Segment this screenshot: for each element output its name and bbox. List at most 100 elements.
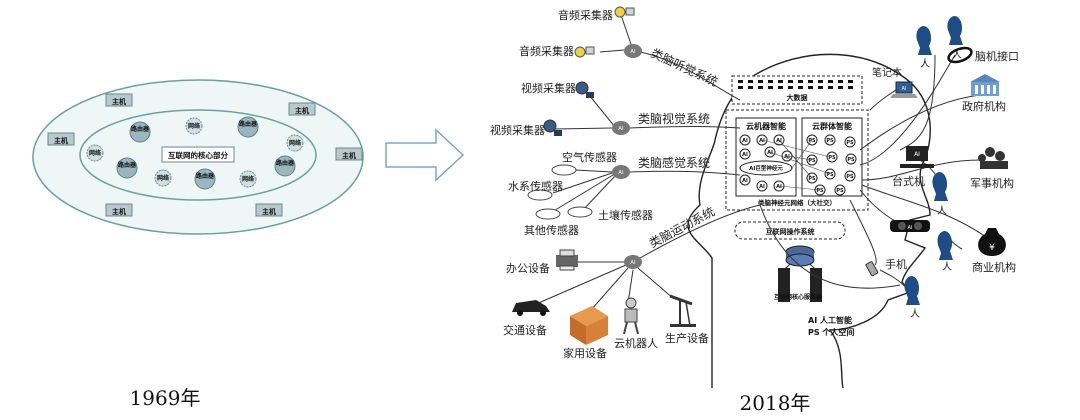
core-label-box: 互联网的核心部分: [161, 146, 235, 163]
network-node: 网络: [154, 169, 172, 187]
air-sensor-label: 空气传感器: [562, 150, 617, 164]
internet-os-block: 互联网操作系统: [734, 221, 846, 240]
phone-icon: [865, 261, 879, 277]
neural-network-label: 类脑神经元网络（大社交）: [758, 198, 836, 207]
svg-text:AI: AI: [759, 138, 765, 144]
microphone-icon: [574, 46, 595, 58]
laptop-icon: AI: [890, 81, 918, 98]
host-node: 主机: [335, 147, 363, 161]
svg-text:PS: PS: [847, 157, 855, 163]
svg-text:AI: AI: [618, 170, 624, 176]
ps-node: PS: [826, 151, 838, 163]
ai-giant-neuron: AI巨型神经元: [739, 160, 793, 176]
svg-text:AI: AI: [742, 152, 748, 158]
router-node: 路由器: [194, 168, 216, 190]
ai-hub-visual: AI: [612, 121, 630, 135]
svg-text:PS: PS: [808, 158, 816, 164]
traffic-device-label: 交通设备: [503, 323, 547, 337]
svg-text:AI: AI: [767, 150, 773, 156]
svg-text:网络: 网络: [157, 174, 169, 182]
svg-text:AI: AI: [759, 184, 765, 190]
ps-node: PS: [845, 153, 857, 165]
video-collector-2: 视频采集器: [490, 123, 545, 137]
big-data-block: 大数据: [731, 75, 863, 105]
phone-label: 手机: [885, 257, 907, 271]
money-bag-icon: ¥: [978, 228, 1006, 256]
svg-text:主机: 主机: [295, 106, 309, 115]
person-icon: [932, 172, 948, 201]
svg-text:PS: PS: [816, 188, 824, 194]
ai-hub-sensory: AI: [612, 165, 630, 179]
audio-collector-2: 音频采集器: [519, 44, 574, 58]
ai-hub-motor: AI: [624, 255, 642, 269]
person-label: 人: [942, 261, 952, 273]
svg-text:AI: AI: [630, 49, 636, 55]
government-label: 政府机构: [962, 99, 1006, 113]
cloud-group-intelligence-label: 云群体智能: [812, 121, 852, 131]
svg-text:网络: 网络: [242, 175, 254, 183]
soil-sensor-shape: [567, 206, 593, 218]
svg-text:网络: 网络: [188, 122, 200, 130]
motor-system-label: 类脑运动系统: [647, 204, 717, 250]
svg-text:主机: 主机: [54, 136, 68, 145]
network-node: 网络: [185, 117, 203, 135]
robot-icon: [623, 297, 639, 335]
person-icon: [904, 276, 920, 305]
vr-glasses-icon: AI: [890, 220, 930, 232]
other-sensor-label: 其他传感器: [524, 224, 579, 237]
visual-system-label: 类脑视觉系统: [638, 111, 710, 126]
desktop-computer-icon: AI: [900, 146, 934, 168]
person-icon: [916, 26, 932, 55]
soil-sensor-label: 土壤传感器: [598, 208, 653, 222]
person-label: 人: [910, 308, 920, 320]
printer-icon: [556, 249, 578, 271]
svg-text:PS: PS: [808, 176, 816, 182]
air-sensor-shape: [551, 164, 577, 176]
svg-text:互联网的核心部分: 互联网的核心部分: [168, 150, 228, 160]
svg-text:主机: 主机: [262, 207, 276, 216]
svg-text:路由器: 路由器: [118, 161, 137, 169]
host-node: 主机: [288, 102, 316, 116]
camera-icon: [575, 81, 594, 98]
desktop-label: 台式机: [892, 174, 925, 188]
svg-text:AI: AI: [908, 225, 913, 231]
oil-pump-icon: [669, 294, 696, 327]
auditory-system-label: 类脑听觉系统: [649, 46, 720, 89]
government-building-icon: [970, 74, 1000, 96]
ai-node: AI: [739, 174, 751, 186]
ps-node: PS: [834, 184, 846, 196]
other-sensor-shape: [535, 208, 561, 220]
ai-node: AI: [739, 134, 751, 146]
laptop-label: 笔记本: [872, 66, 902, 79]
evolution-arrow-icon: [385, 128, 465, 182]
svg-text:AI: AI: [630, 260, 636, 266]
svg-text:PS: PS: [846, 140, 854, 146]
svg-text:网络: 网络: [89, 149, 101, 157]
ai-node: AI: [739, 148, 751, 160]
core-server-icon: [778, 245, 822, 302]
legend-ai: AI 人工智能: [808, 315, 852, 325]
year-2018: 2018年: [740, 391, 811, 415]
military-group-icon: [978, 147, 1008, 169]
svg-text:路由器: 路由器: [276, 159, 295, 167]
host-node: 主机: [255, 203, 283, 217]
core-server-label: 互联网核心服务器: [774, 293, 823, 301]
home-device-label: 家用设备: [563, 346, 607, 360]
svg-text:大数据: 大数据: [787, 93, 808, 102]
svg-text:主机: 主机: [342, 151, 356, 160]
svg-text:PS: PS: [836, 188, 844, 194]
network-node: 网络: [286, 134, 304, 152]
svg-text:PS: PS: [846, 174, 854, 180]
svg-text:AI: AI: [914, 151, 920, 158]
svg-text:路由器: 路由器: [131, 125, 150, 133]
office-device-label: 办公设备: [506, 261, 550, 275]
router-node: 路由器: [237, 116, 259, 138]
year-1969: 1969年: [130, 386, 201, 410]
ps-node: PS: [844, 170, 856, 182]
svg-text:PS: PS: [826, 172, 834, 178]
svg-text:¥: ¥: [989, 243, 995, 253]
svg-text:路由器: 路由器: [239, 120, 258, 128]
production-device-label: 生产设备: [665, 331, 709, 345]
svg-text:AI: AI: [784, 154, 790, 160]
svg-text:主机: 主机: [112, 207, 126, 216]
